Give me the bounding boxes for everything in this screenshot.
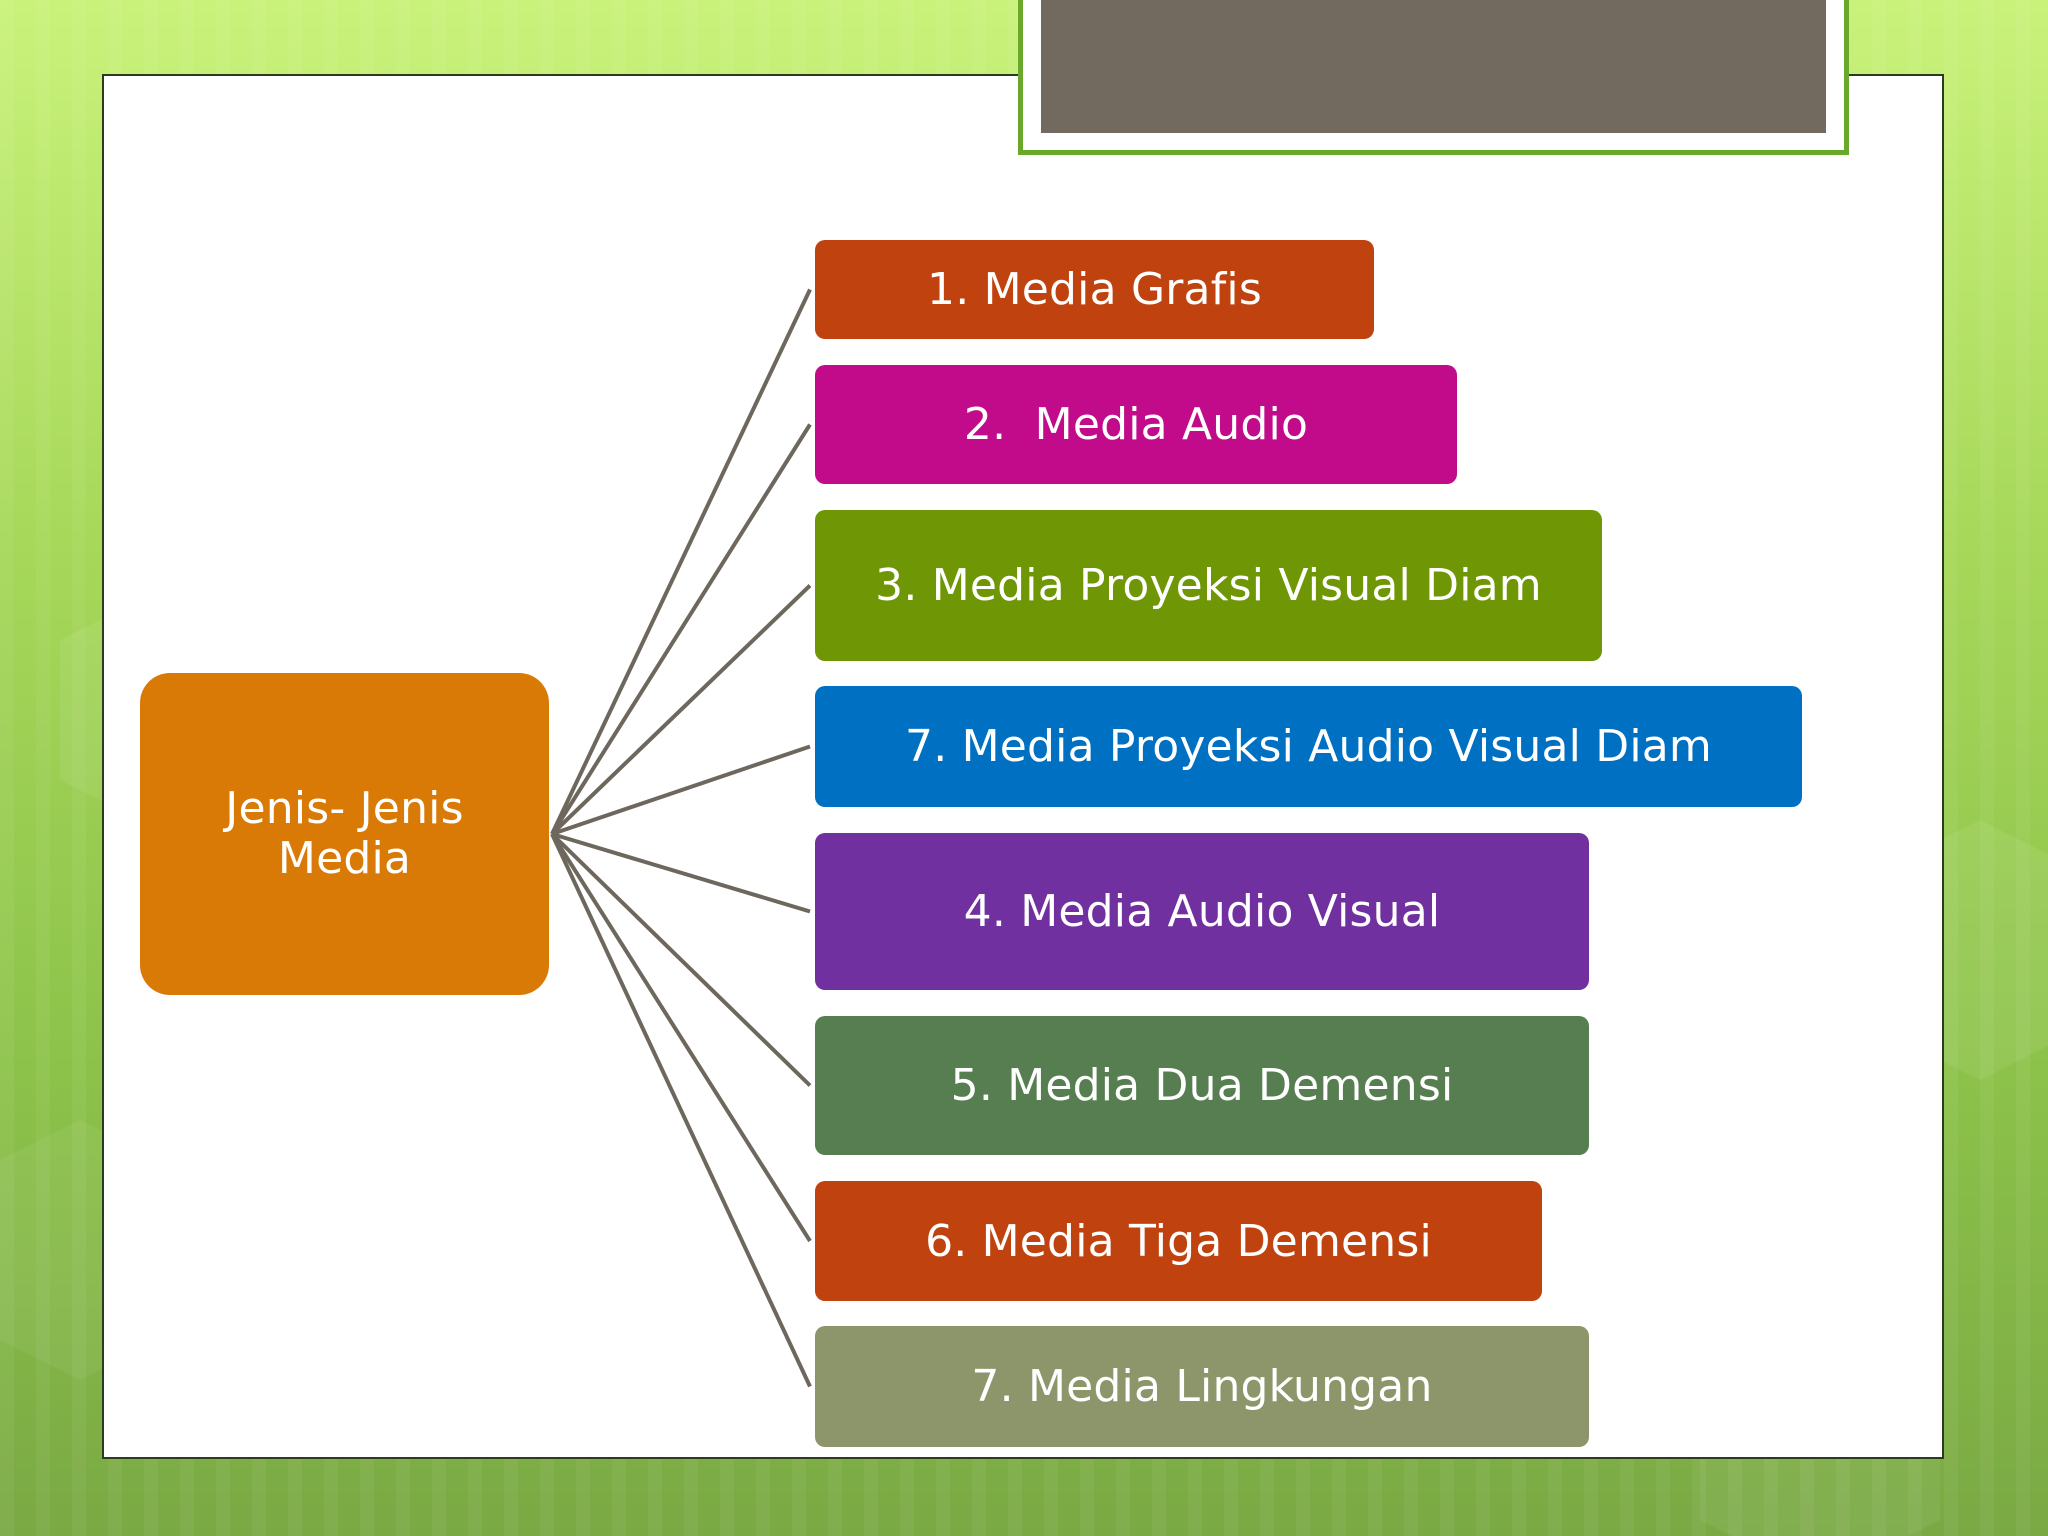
- child-node-media-proyeksi-audio-visual-diam: 7. Media Proyeksi Audio Visual Diam: [815, 686, 1802, 807]
- child-node-media-grafis: 1. Media Grafis: [815, 240, 1374, 339]
- child-node-label: 7. Media Lingkungan: [971, 1361, 1433, 1412]
- child-node-label: 6. Media Tiga Demensi: [925, 1215, 1432, 1267]
- child-node-label: 2. Media Audio: [963, 399, 1309, 450]
- child-node-label: 3. Media Proyeksi Visual Diam: [875, 560, 1542, 611]
- child-node-media-dua-demensi: 5. Media Dua Demensi: [815, 1016, 1589, 1155]
- child-node-media-lingkungan: 7. Media Lingkungan: [815, 1326, 1589, 1447]
- child-node-label: 7. Media Proyeksi Audio Visual Diam: [905, 721, 1712, 772]
- child-node-media-tiga-demensi: 6. Media Tiga Demensi: [815, 1181, 1542, 1301]
- title-placeholder: [1041, 0, 1826, 133]
- child-node-media-audio: 2. Media Audio: [815, 365, 1457, 484]
- root-node-jenis-media: Jenis- Jenis Media: [140, 673, 549, 995]
- child-node-label: 4. Media Audio Visual: [963, 886, 1441, 937]
- child-node-media-proyeksi-visual-diam: 3. Media Proyeksi Visual Diam: [815, 510, 1602, 661]
- root-node-label: Jenis- Jenis Media: [225, 783, 464, 884]
- child-node-media-audio-visual: 4. Media Audio Visual: [815, 833, 1589, 990]
- child-node-label: 5. Media Dua Demensi: [950, 1060, 1454, 1111]
- child-node-label: 1. Media Grafis: [927, 264, 1262, 315]
